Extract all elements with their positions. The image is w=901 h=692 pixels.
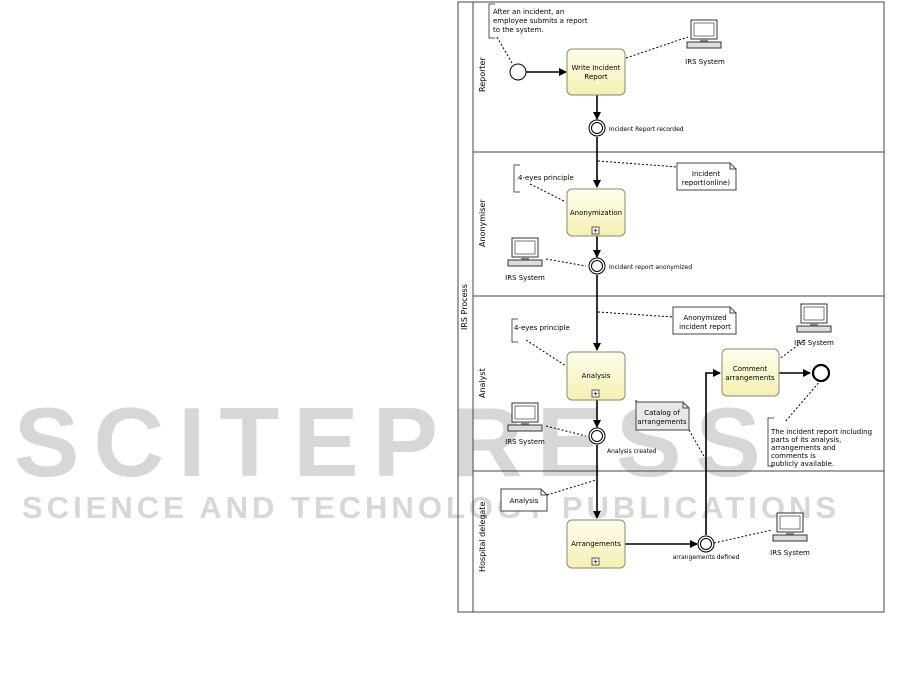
task-arrangements-label: Arrangements [571,540,621,548]
note-four-eyes-1: 4-eyes principle [518,174,574,182]
annotation-brackets [488,3,774,467]
irs-label-hospital: IRS System [770,549,810,557]
doc-catalog-2: arrangements [637,418,687,426]
event-anonymized-label: Incident report anonymized [609,264,692,271]
event-arrangements-defined-label: arrangements defined [673,554,740,561]
event-incident-report-recorded[interactable]: Incident Report recorded [588,119,684,137]
doc-incident-report-1: Incident [692,170,720,178]
irs-label-reporter: IRS System [685,58,725,66]
note-after-incident-2: employee submits a report [493,17,588,25]
data-object-catalog: Catalog of arrangements [635,401,690,431]
computer-icon [686,19,722,49]
task-comment-label-2: arrangements [725,374,775,382]
note-after-incident-3: to the system. [493,26,544,34]
note-public-4: comments is [771,452,816,460]
irs-system-reporter: IRS System [685,19,725,66]
computer-icon [796,303,832,333]
start-event[interactable] [509,63,527,81]
task-anonymization[interactable]: Anonymization [566,188,626,237]
note-four-eyes-2: 4-eyes principle [514,324,570,332]
lane-label-hospital-delegate: Hospital delegate [478,502,487,572]
computer-icon [507,237,543,267]
pool-label: IRS Process [460,284,469,330]
note-after-incident-1: After an incident, an [493,8,564,16]
event-arrangements-defined[interactable]: arrangements defined [673,535,740,561]
note-public-5: publicly available. [771,460,834,468]
event-recorded-label: Incident Report recorded [609,126,684,133]
irs-system-anonymiser: IRS System [505,237,545,282]
pool: IRS Process Reporter Anonymiser Analyst … [457,1,885,613]
annotation-texts: After an incident, an employee submits a… [493,8,872,468]
task-arrangements[interactable]: Arrangements [566,519,626,569]
data-object-anonymized-report: Anonymized incident report [672,306,737,335]
task-analysis-label: Analysis [582,372,611,380]
task-anonymization-label: Anonymization [570,209,622,217]
lane-label-reporter: Reporter [478,57,487,92]
associations [496,36,822,544]
irs-label-comment: IRS System [794,339,834,347]
event-incident-report-anonymized[interactable]: Incident report anonymized [588,257,692,275]
lane-label-anonymiser: Anonymiser [478,199,487,247]
irs-label-analyst: IRS System [505,438,545,446]
doc-anonymized-1: Anonymized [683,314,726,322]
computer-icon [507,402,543,432]
note-public-1: The incident report including [770,428,872,436]
event-analysis-created-label: Analysis created [607,448,657,455]
note-public-3: arrangements and [771,444,836,452]
task-analysis[interactable]: Analysis [566,351,626,401]
computer-icon [772,512,808,542]
event-analysis-created[interactable]: Analysis created [588,427,657,455]
data-object-incident-report-online: Incident report(online) [676,162,737,191]
task-comment-arrangements[interactable]: Comment arrangements [721,348,780,397]
end-event[interactable] [811,363,831,383]
doc-catalog-1: Catalog of [644,409,680,417]
lane-label-analyst: Analyst [478,368,487,398]
irs-system-comment: IRS System [794,303,834,347]
task-write-label-1: Write Incident [572,64,621,72]
doc-anonymized-2: incident report [679,323,731,331]
task-comment-label-1: Comment [733,365,768,373]
doc-incident-report-2: report(online) [682,179,730,187]
irs-label-anonymiser: IRS System [505,274,545,282]
irs-system-hospital: IRS System [770,512,810,557]
task-write-incident-report[interactable]: Write Incident Report [566,48,626,96]
note-public-2: parts of its analysis, [771,436,841,444]
doc-analysis: Analysis [510,497,539,505]
data-object-analysis: Analysis [500,488,548,512]
watermark-sub-text: SCIENCE AND TECHNOLOGY PUBLICATIONS [22,490,841,525]
irs-system-analyst: IRS System [505,402,545,446]
sequence-flows [526,68,811,548]
task-write-label-2: Report [584,73,607,81]
